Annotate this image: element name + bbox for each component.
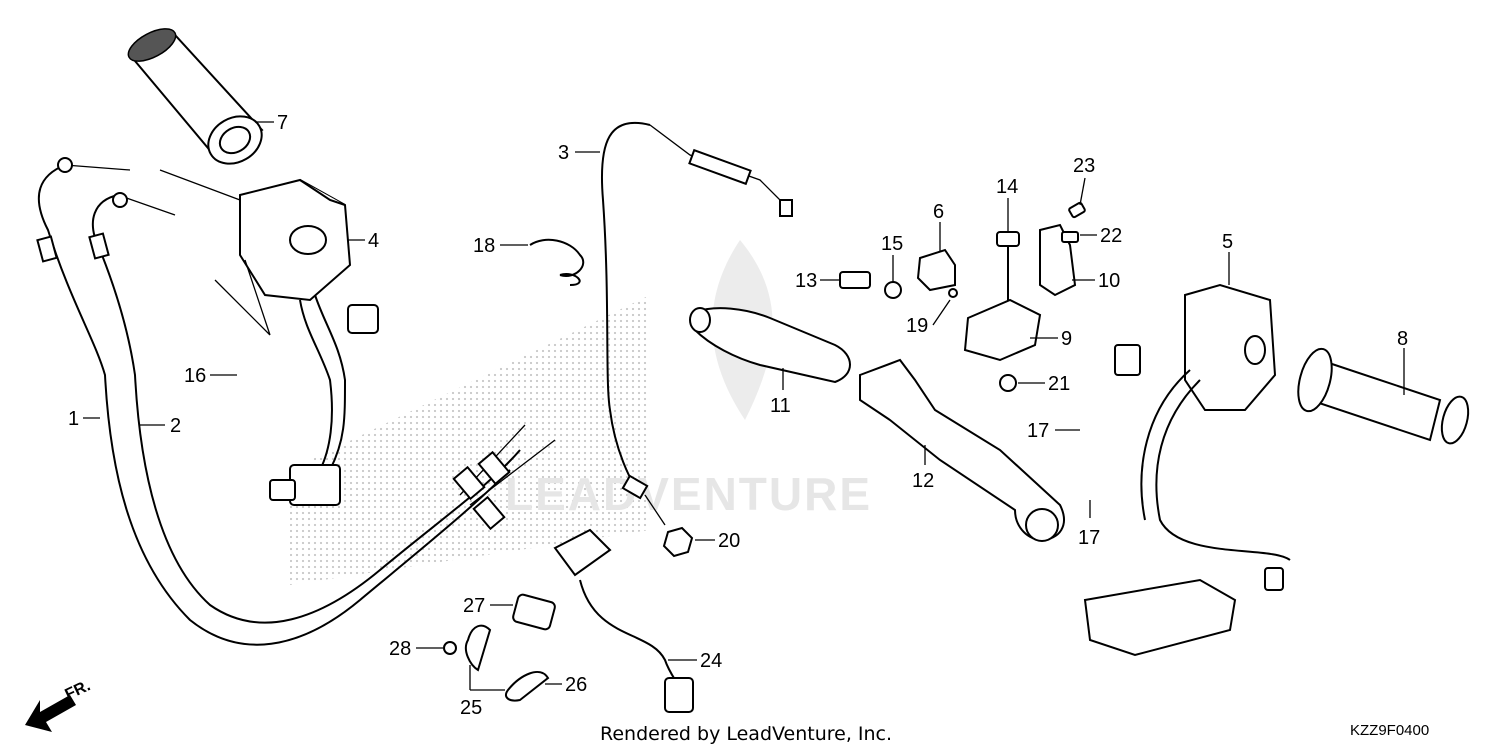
holder-parts xyxy=(1039,201,1086,297)
callout-27: 27 xyxy=(463,595,485,617)
callout-10: 10 xyxy=(1098,270,1120,292)
callout-1: 1 xyxy=(68,408,79,430)
callout-22: 22 xyxy=(1100,225,1122,247)
left-grip-part xyxy=(127,28,264,165)
clutch-cable-part xyxy=(600,121,793,526)
callout-14: 14 xyxy=(996,176,1018,198)
callout-9: 9 xyxy=(1061,328,1072,350)
clutch-lever-part xyxy=(859,358,1065,542)
callout-8: 8 xyxy=(1397,328,1408,350)
watermark-text: LEADVENTURE xyxy=(505,468,872,520)
callout-19: 19 xyxy=(906,315,928,337)
watermark: LEADVENTURE xyxy=(290,240,872,585)
callout-5: 5 xyxy=(1222,231,1233,253)
throttle-cables xyxy=(36,157,556,646)
harness-part xyxy=(553,528,694,713)
callout-3: 3 xyxy=(558,142,569,164)
callout-11: 11 xyxy=(770,395,791,417)
callout-24: 24 xyxy=(700,650,722,672)
callout-4: 4 xyxy=(368,230,379,252)
callout-23: 23 xyxy=(1073,155,1095,177)
callout-17a: 17 xyxy=(1027,420,1049,442)
callout-26: 26 xyxy=(565,674,587,696)
direction-label: FR. xyxy=(63,677,94,703)
clutch-switch-parts xyxy=(839,231,1042,392)
callout-18: 18 xyxy=(473,235,495,257)
callout-13: 13 xyxy=(795,270,817,292)
callout-17b: 17 xyxy=(1078,527,1100,549)
callout-20: 20 xyxy=(718,530,740,552)
rendered-by-text: Rendered by LeadVenture, Inc. xyxy=(600,723,892,745)
callout-6: 6 xyxy=(933,201,944,223)
right-switch-housing-part xyxy=(1083,283,1291,657)
small-hardware-parts xyxy=(443,593,556,702)
diagram-code: KZZ9F0400 xyxy=(1350,722,1429,739)
right-grip-part xyxy=(1297,347,1470,445)
callout-15: 15 xyxy=(881,233,903,255)
callout-16: 16 xyxy=(184,365,206,387)
nut-20-part xyxy=(662,526,694,558)
callout-25: 25 xyxy=(460,697,482,719)
left-switch-housing-part xyxy=(159,169,379,506)
front-direction-arrow: FR. xyxy=(25,677,93,732)
callouts: 1 2 3 4 5 6 7 8 9 10 11 12 13 14 15 16 1… xyxy=(68,112,1408,719)
callout-12: 12 xyxy=(912,470,934,492)
callout-21: 21 xyxy=(1048,373,1070,395)
lever-cover-part xyxy=(689,307,851,384)
callout-7: 7 xyxy=(277,112,288,134)
callout-28: 28 xyxy=(389,638,411,660)
clip-part xyxy=(529,238,585,286)
callout-2: 2 xyxy=(170,415,181,437)
